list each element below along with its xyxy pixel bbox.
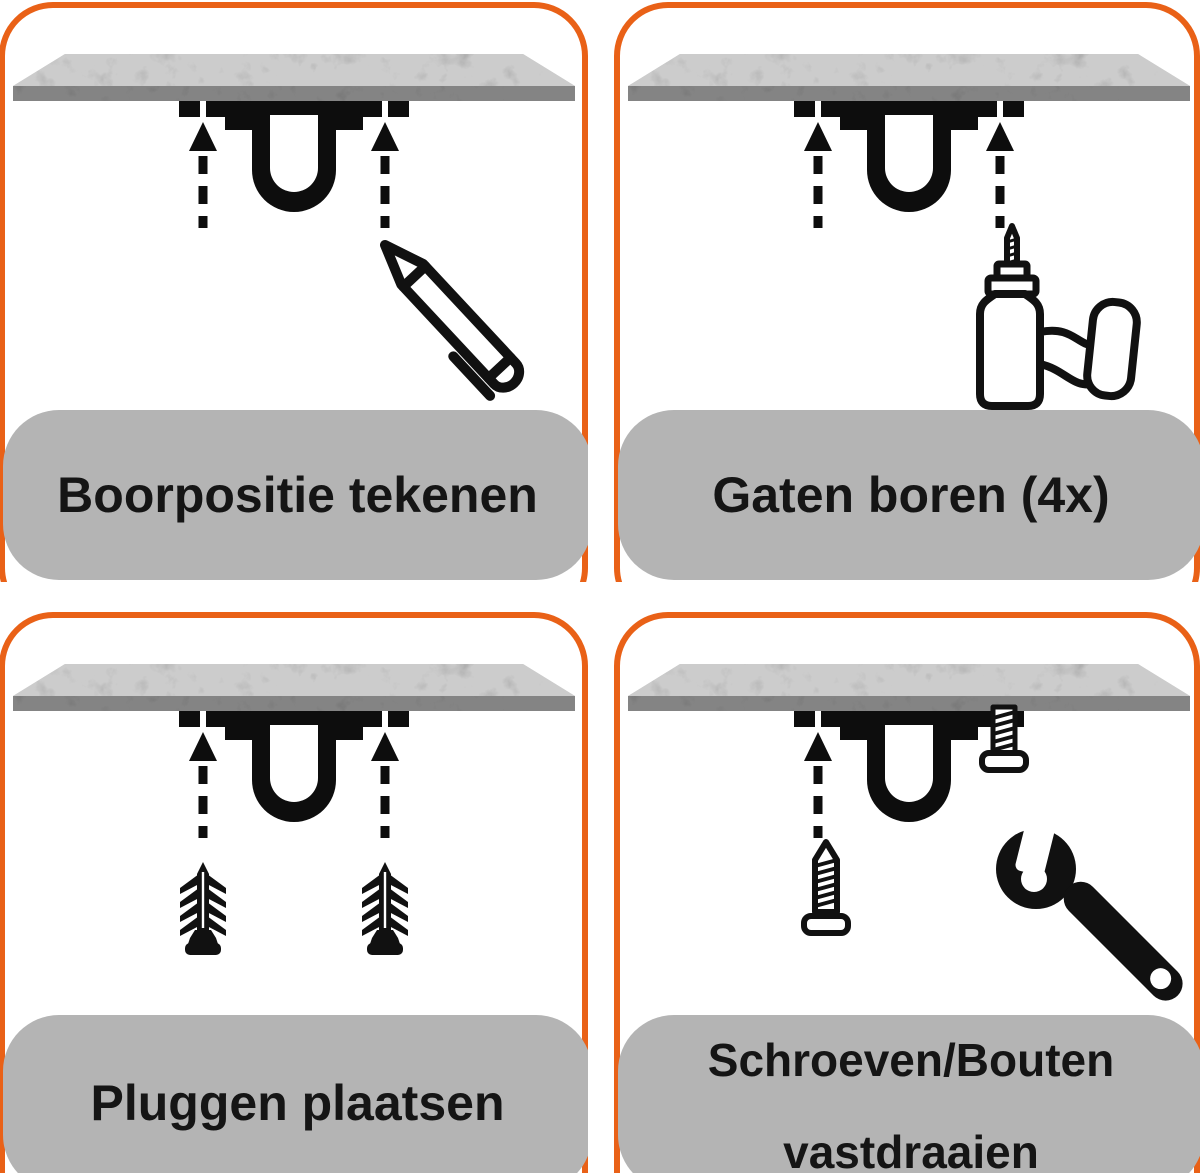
step-label-pill: Pluggen plaatsen [3, 1015, 588, 1173]
dashed-arrow-up-icon [804, 122, 832, 228]
step-label-line2: vastdraaien [783, 1126, 1039, 1173]
ceiling-hook-mount [794, 101, 1024, 212]
screw-icon [801, 839, 851, 936]
dashed-arrow-up-icon [371, 122, 399, 228]
dashed-arrow-up-icon [189, 732, 217, 838]
ceiling-slab [628, 664, 1190, 711]
ceiling-hook-mount [179, 711, 409, 822]
dashed-arrow-up-icon [804, 732, 832, 838]
pencil-icon [380, 240, 525, 401]
bolt-icon [979, 704, 1029, 773]
ceiling-hook-mount [179, 101, 409, 212]
wall-plug-icon [362, 862, 408, 955]
wrench-icon [996, 804, 1183, 1001]
panel-border [614, 612, 1200, 1173]
step-label: Boorpositie tekenen [57, 467, 538, 523]
step-panel-4: Schroeven/Bouten vastdraaien [614, 612, 1200, 1173]
step-label: Pluggen plaatsen [90, 1075, 505, 1131]
step-label-pill: Boorpositie tekenen [3, 410, 588, 580]
panel-border [0, 2, 588, 582]
drill-icon [976, 223, 1141, 410]
step-panel-1: Boorpositie tekenen [0, 2, 588, 582]
ceiling-slab [13, 664, 575, 711]
panel-border [0, 612, 588, 1173]
dashed-arrow-up-icon [189, 122, 217, 228]
dashed-arrow-up-icon [371, 732, 399, 838]
step-label: Gaten boren (4x) [712, 467, 1110, 523]
dashed-arrow-up-icon [986, 122, 1014, 228]
step-label-pill: Gaten boren (4x) [618, 410, 1200, 580]
step-label-pill: Schroeven/Bouten vastdraaien [618, 1015, 1200, 1173]
ceiling-slab [13, 54, 575, 101]
wall-plug-icon [180, 862, 226, 955]
step-label-line1: Schroeven/Bouten [707, 1034, 1115, 1086]
step-panel-2: Gaten boren (4x) [614, 2, 1200, 582]
ceiling-slab [628, 54, 1190, 101]
panel-border [614, 2, 1200, 582]
step-panel-3: Pluggen plaatsen [0, 612, 588, 1173]
